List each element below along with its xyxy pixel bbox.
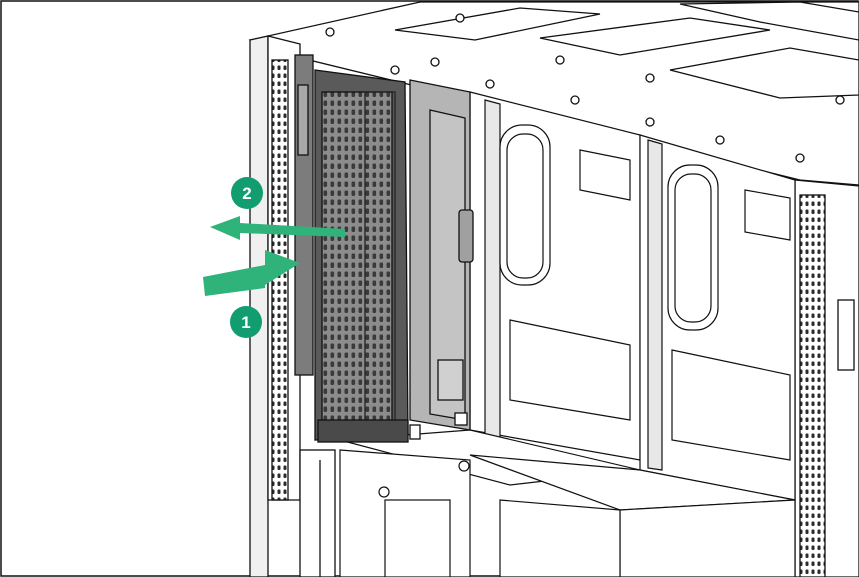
- step-2-callout: 2: [231, 177, 263, 209]
- enclosure-top-panel: [248, 1, 859, 186]
- step-1-label: 1: [241, 313, 250, 332]
- insert-arrow: [203, 250, 300, 296]
- step-2-label: 2: [242, 184, 251, 203]
- release-arrow: [210, 216, 345, 240]
- step-1-callout: 1: [230, 306, 262, 338]
- enclosure-right-rail: [794, 179, 859, 577]
- server-blade: [294, 54, 474, 443]
- enclosure-bays: [339, 91, 796, 577]
